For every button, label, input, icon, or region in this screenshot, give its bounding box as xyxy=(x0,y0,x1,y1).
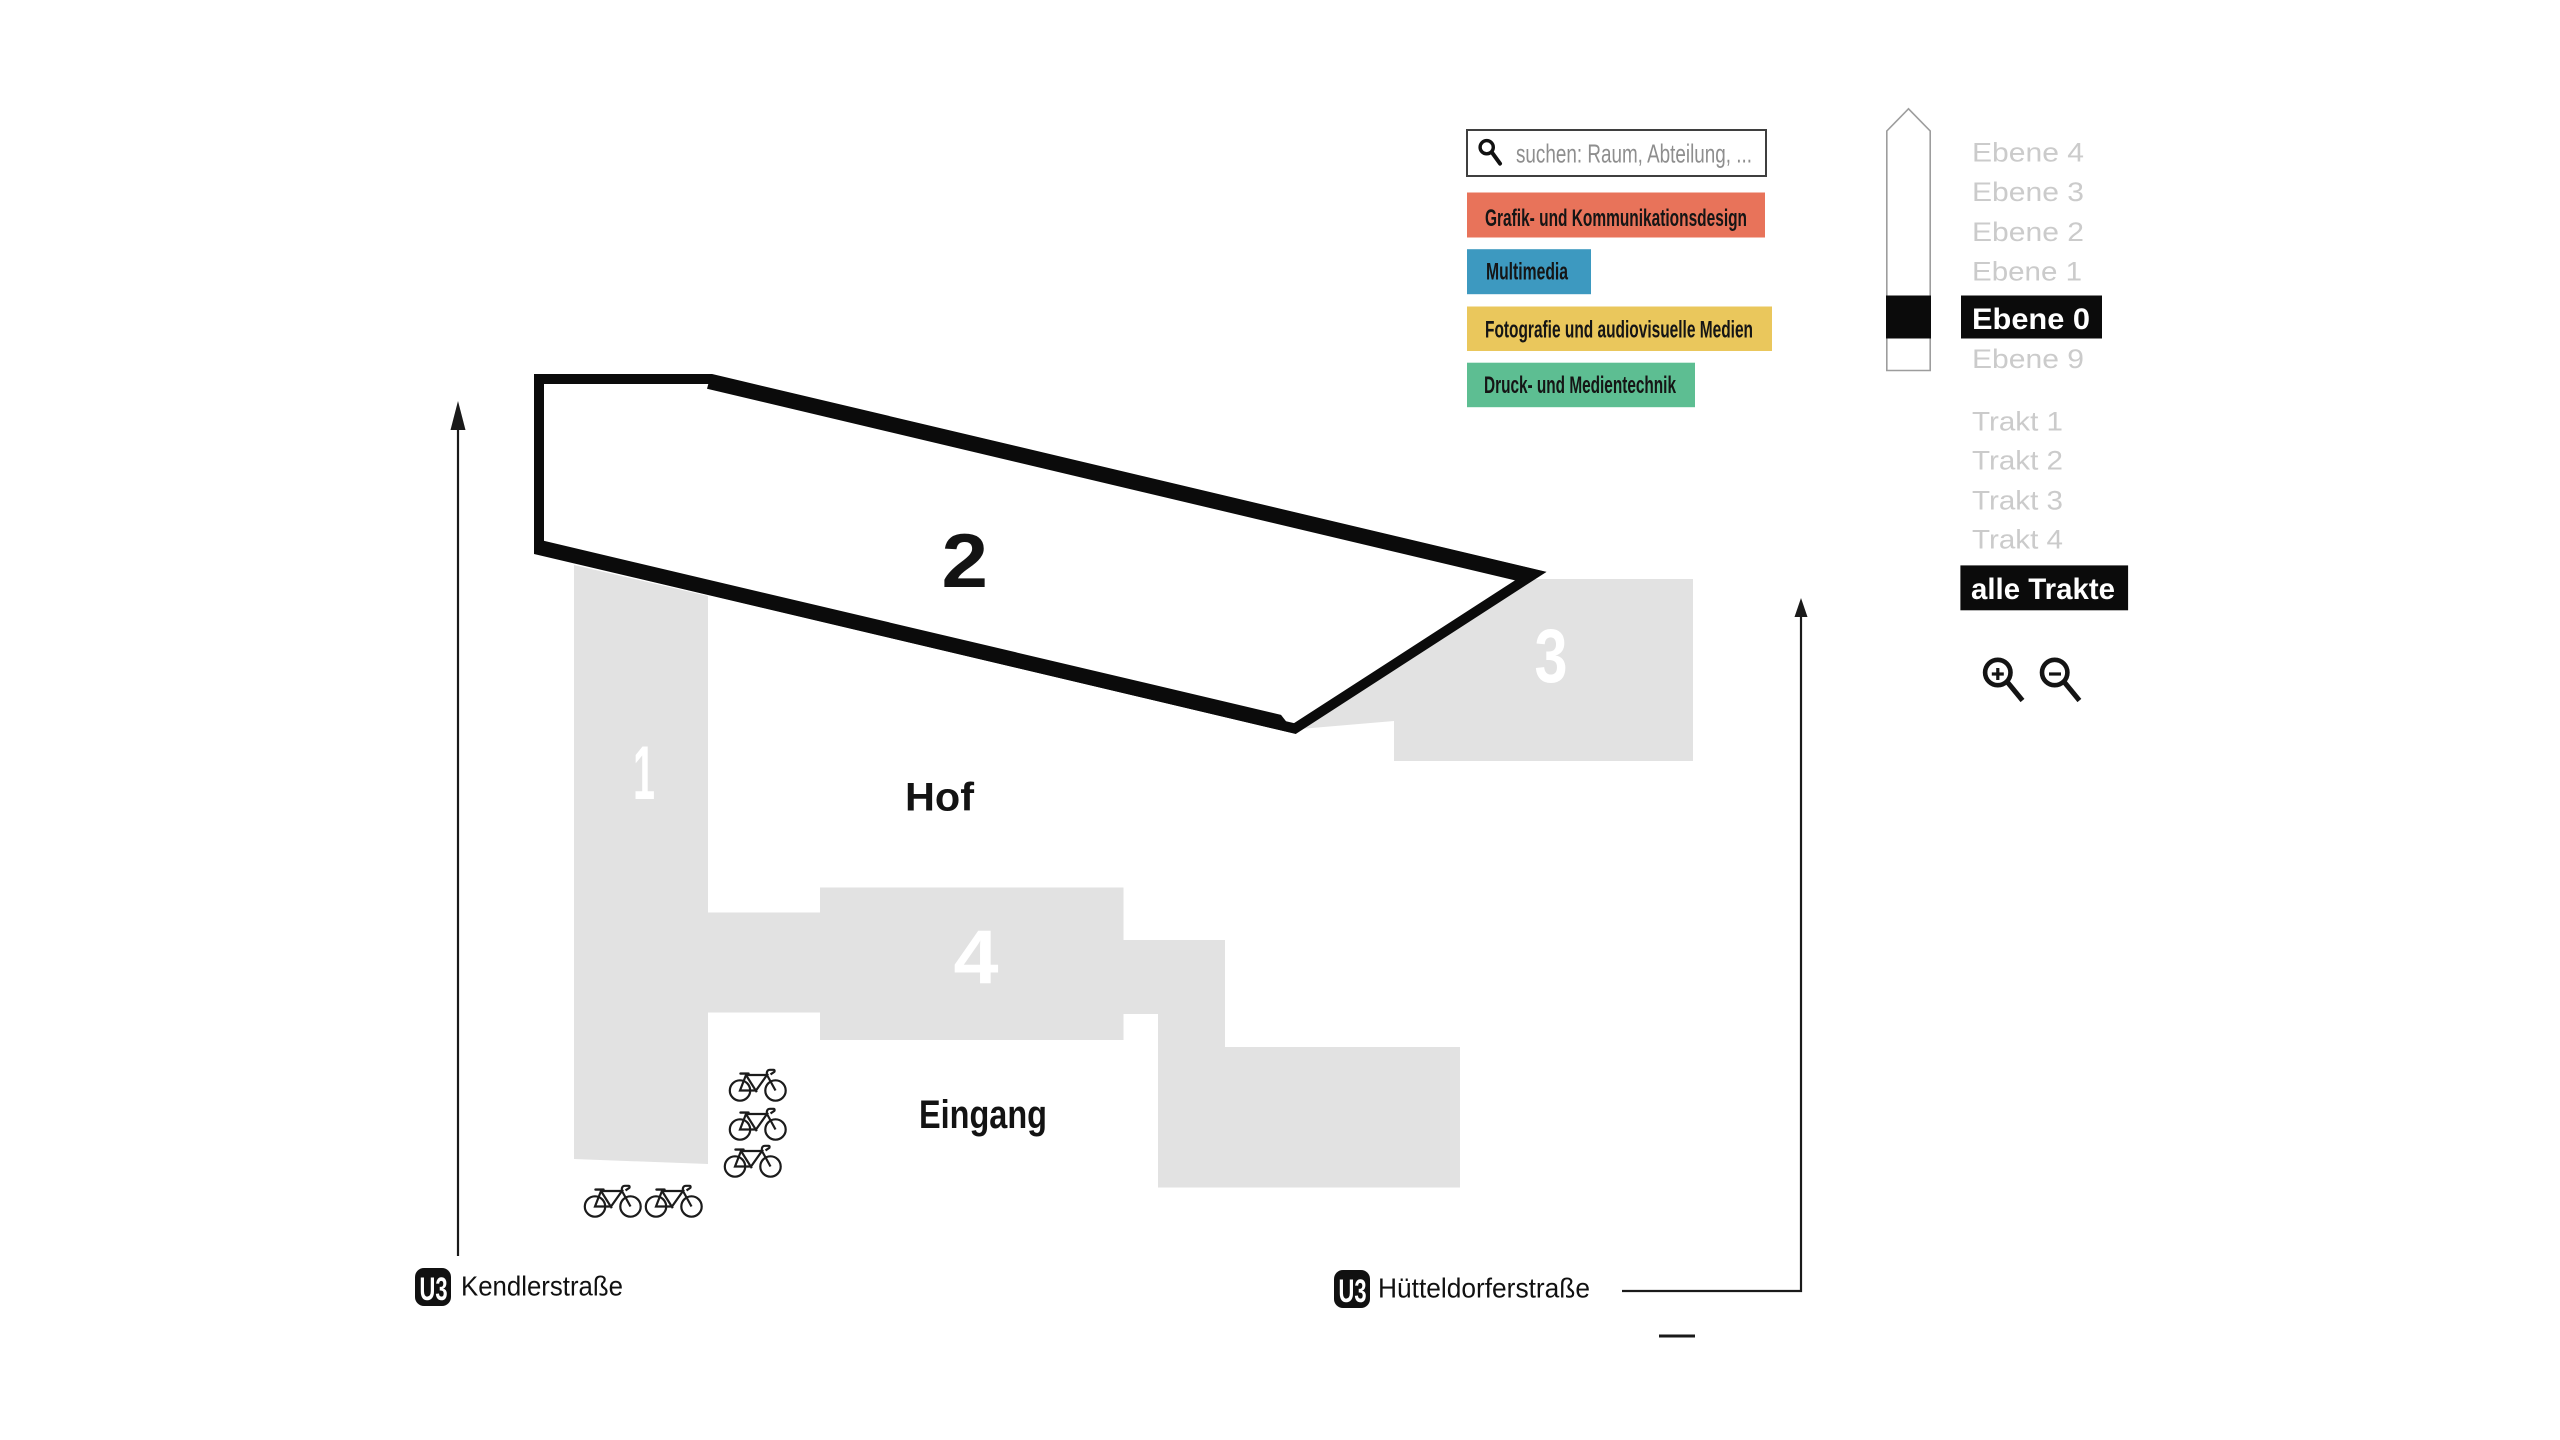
svg-text:4: 4 xyxy=(954,915,999,1000)
svg-text:Ebene 1: Ebene 1 xyxy=(1972,257,2082,287)
svg-text:Ebene 4: Ebene 4 xyxy=(1972,137,2084,167)
svg-text:Trakt 4: Trakt 4 xyxy=(1972,525,2063,555)
svg-text:Grafik- und Kommunikationsdesi: Grafik- und Kommunikationsdesign xyxy=(1485,205,1747,232)
svg-text:suchen: Raum, Abteilung, ...: suchen: Raum, Abteilung, ... xyxy=(1516,139,1752,169)
svg-text:2: 2 xyxy=(942,519,989,604)
svg-text:Druck- und Medientechnik: Druck- und Medientechnik xyxy=(1484,372,1676,399)
svg-text:U3: U3 xyxy=(1339,1273,1367,1309)
svg-text:Ebene 0: Ebene 0 xyxy=(1972,303,2090,336)
svg-text:Trakt 2: Trakt 2 xyxy=(1972,445,2063,475)
svg-text:Trakt 3: Trakt 3 xyxy=(1972,486,2063,516)
svg-text:Eingang: Eingang xyxy=(919,1093,1047,1137)
svg-text:Multimedia: Multimedia xyxy=(1486,259,1568,286)
svg-text:alle Trakte: alle Trakte xyxy=(1971,573,2115,606)
svg-text:Ebene 3: Ebene 3 xyxy=(1972,177,2084,207)
svg-text:Hof: Hof xyxy=(905,776,975,820)
svg-text:U3: U3 xyxy=(420,1271,448,1307)
svg-text:Fotografie und audiovisuelle M: Fotografie und audiovisuelle Medien xyxy=(1485,317,1753,344)
svg-text:Ebene 9: Ebene 9 xyxy=(1972,344,2084,374)
svg-text:Kendlerstraße: Kendlerstraße xyxy=(461,1271,623,1302)
svg-text:Trakt 1: Trakt 1 xyxy=(1972,406,2063,436)
svg-text:Ebene 2: Ebene 2 xyxy=(1972,217,2084,247)
svg-text:Hütteldorferstraße: Hütteldorferstraße xyxy=(1378,1273,1590,1304)
svg-text:3: 3 xyxy=(1535,614,1568,699)
svg-text:1: 1 xyxy=(633,731,655,816)
